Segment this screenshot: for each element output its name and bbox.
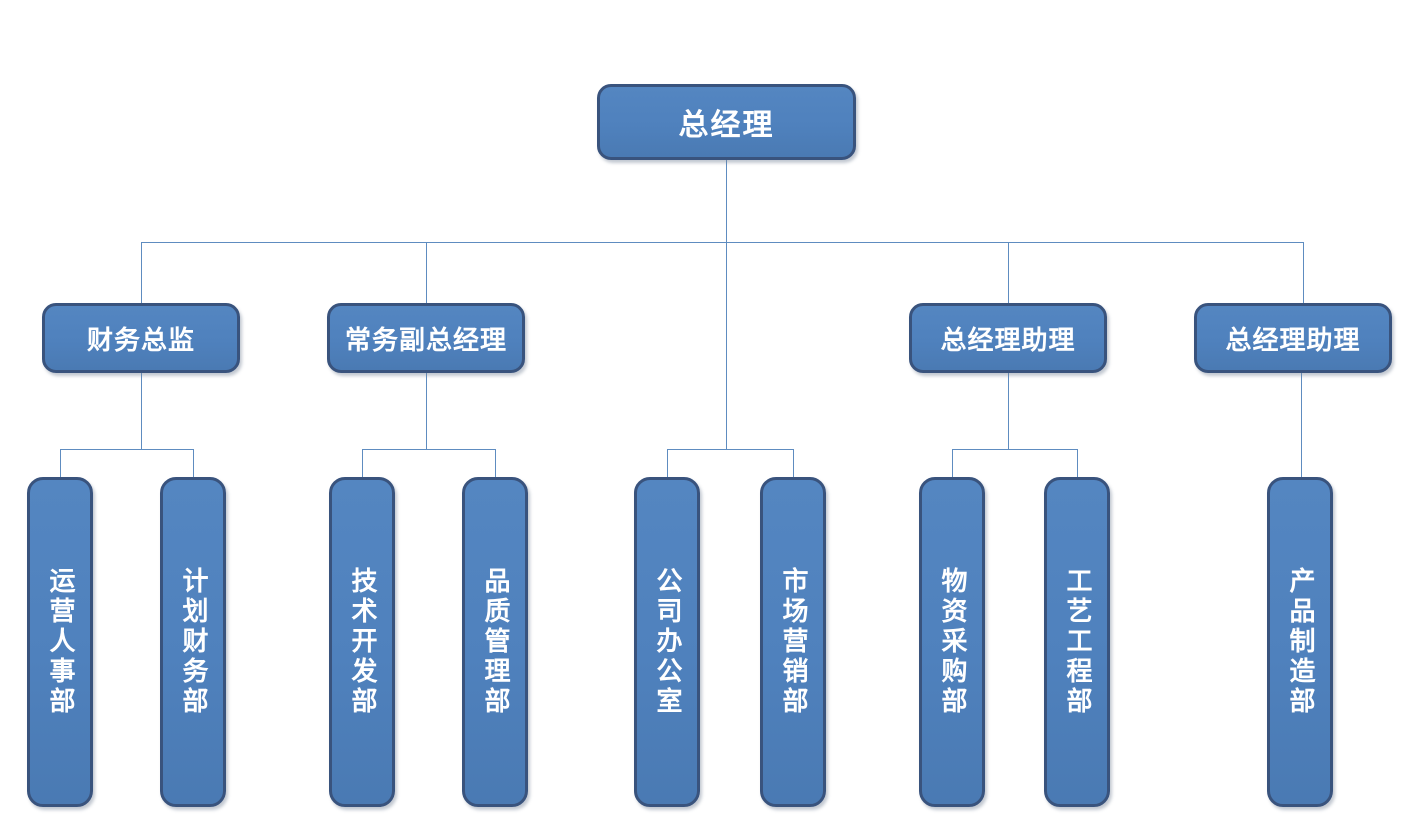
org-node-label: 公司办公室 — [653, 567, 682, 717]
connector-root-stem — [726, 160, 727, 242]
org-node-finance-director: 财务总监 — [42, 303, 240, 373]
org-node-company-office: 公司办公室 — [634, 477, 700, 807]
connector-stem-gm-assistant-1 — [1008, 372, 1009, 449]
connector-main-horizontal — [141, 242, 1303, 243]
org-node-label: 品质管理部 — [481, 567, 510, 717]
org-node-planning-finance-dept: 计划财务部 — [160, 477, 226, 807]
org-node-operations-hr-dept: 运营人事部 — [27, 477, 93, 807]
connector-drop-materials-procurement — [952, 449, 953, 477]
connector-drop-planning-finance — [193, 449, 194, 477]
org-node-label: 总经理助理 — [940, 325, 1076, 355]
connector-stem-finance-director — [141, 372, 142, 449]
org-node-gm-assistant-1: 总经理助理 — [909, 303, 1107, 373]
connector-drop-deputy-gm — [426, 242, 427, 303]
org-node-technology-development-dept: 技术开发部 — [329, 477, 395, 807]
org-node-marketing-dept: 市场营销部 — [760, 477, 826, 807]
connector-stem-gm-assistant-2 — [1301, 372, 1302, 477]
connector-stem-deputy-gm — [426, 372, 427, 449]
org-node-label: 物资采购部 — [938, 567, 967, 717]
org-node-label: 工艺工程部 — [1063, 567, 1092, 717]
org-node-quality-management-dept: 品质管理部 — [462, 477, 528, 807]
connector-branch2-horizontal — [362, 449, 495, 450]
connector-branch4-horizontal — [952, 449, 1077, 450]
connector-drop-gm-assistant-1 — [1008, 242, 1009, 303]
connector-drop-company-office — [667, 449, 668, 477]
org-node-label: 产品制造部 — [1286, 567, 1315, 717]
org-node-label: 财务总监 — [86, 325, 195, 355]
connector-drop-process-engineering — [1077, 449, 1078, 477]
org-node-label: 技术开发部 — [348, 567, 377, 717]
connector-branch3-horizontal — [667, 449, 793, 450]
org-node-product-manufacturing-dept: 产品制造部 — [1267, 477, 1333, 807]
org-node-process-engineering-dept: 工艺工程部 — [1044, 477, 1110, 807]
org-node-executive-deputy-general-manager: 常务副总经理 — [327, 303, 525, 373]
org-node-label: 总经理 — [678, 109, 775, 142]
connector-drop-tech-development — [362, 449, 363, 477]
org-node-label: 计划财务部 — [179, 567, 208, 717]
org-node-label: 常务副总经理 — [344, 325, 507, 355]
org-node-materials-procurement-dept: 物资采购部 — [919, 477, 985, 807]
connector-drop-gm-assistant-2 — [1303, 242, 1304, 303]
connector-drop-quality-management — [495, 449, 496, 477]
connector-drop-finance-director — [141, 242, 142, 303]
org-node-label: 总经理助理 — [1225, 325, 1361, 355]
org-node-label: 市场营销部 — [779, 567, 808, 717]
connector-branch1-horizontal — [60, 449, 193, 450]
connector-drop-marketing — [793, 449, 794, 477]
org-node-label: 运营人事部 — [46, 567, 75, 717]
org-node-gm-assistant-2: 总经理助理 — [1194, 303, 1392, 373]
connector-drop-operations-hr — [60, 449, 61, 477]
org-node-general-manager: 总经理 — [597, 84, 856, 160]
connector-center-passthrough — [726, 242, 727, 449]
